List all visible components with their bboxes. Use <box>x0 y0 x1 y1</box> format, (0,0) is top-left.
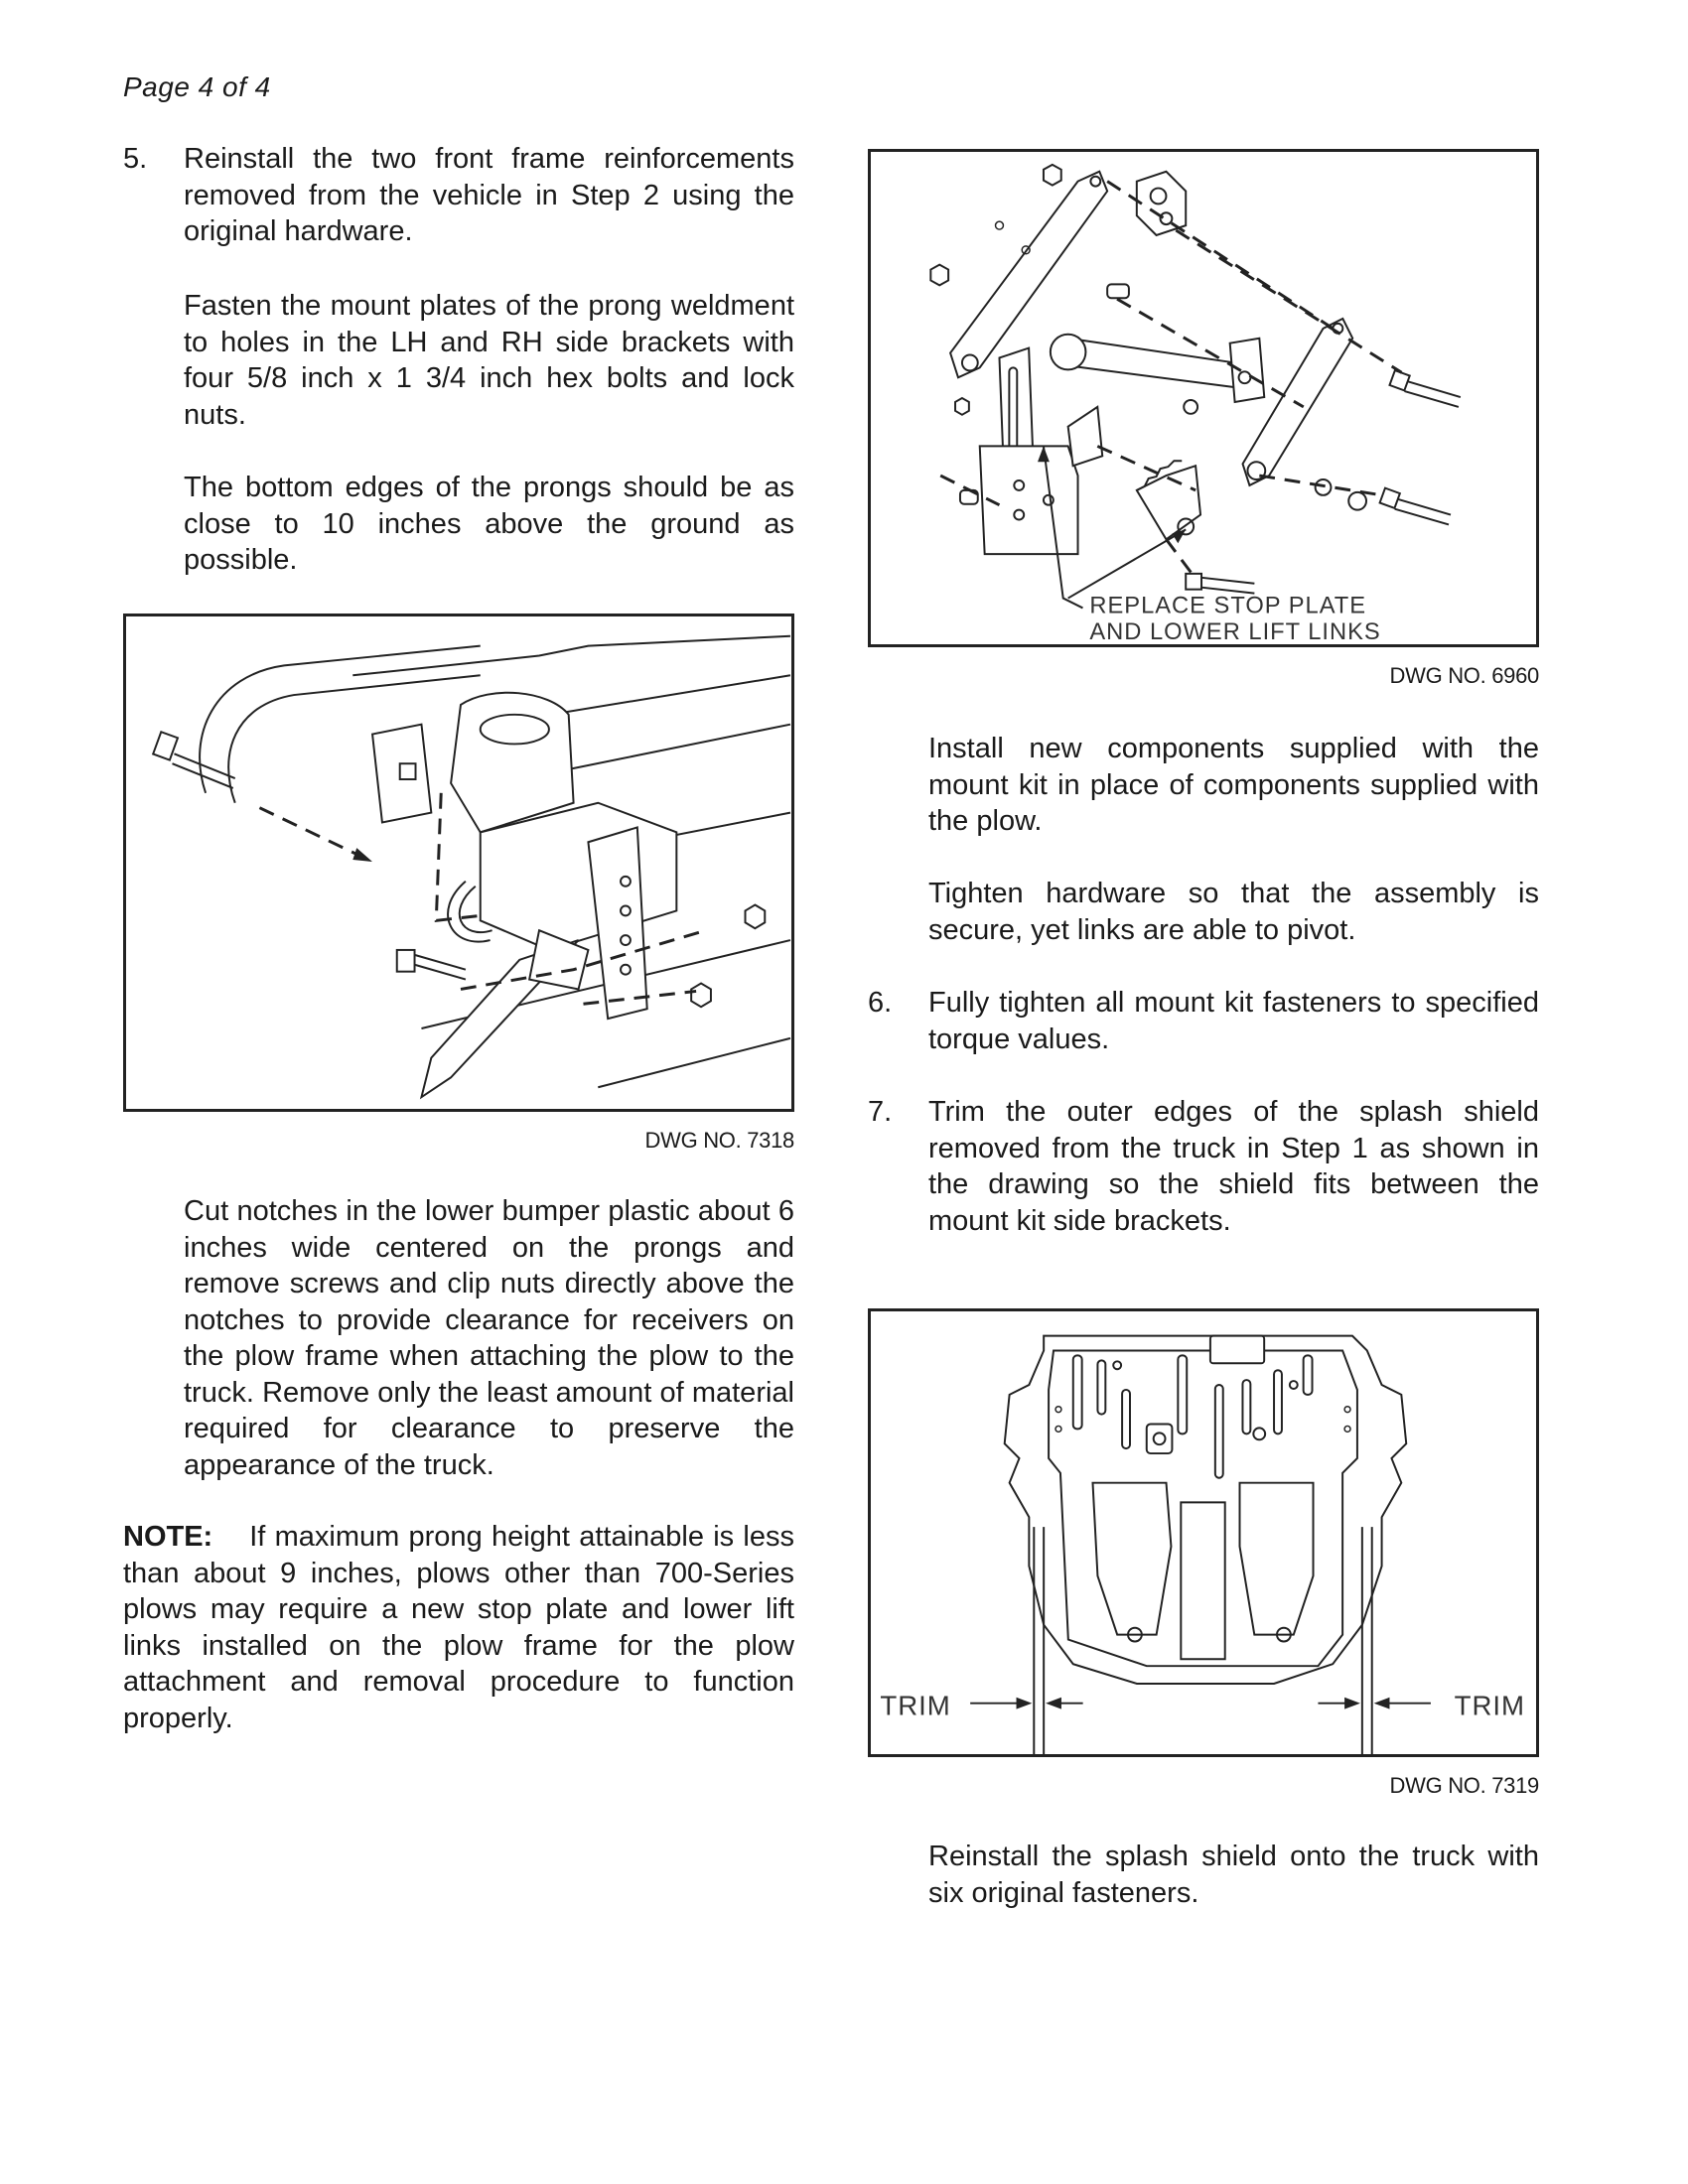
stop-plate-lift-links-illustration: REPLACE STOP PLATE AND LOWER LIFT LINKS <box>929 163 1462 644</box>
step-number: 5. <box>123 143 148 175</box>
reinstall-shield-paragraph: Reinstall the splash shield onto the tru… <box>928 1841 1539 1909</box>
trim-label-left: TRIM <box>880 1691 950 1721</box>
note-label: NOTE: <box>123 1521 213 1553</box>
step-7-text: Trim the outer edges of the splash shiel… <box>928 1096 1539 1237</box>
step-number: 7. <box>868 1096 893 1128</box>
drawing-number-6960: DWG NO. 6960 <box>1389 663 1540 688</box>
note-block: NOTE: If maximum prong height attainable… <box>123 1519 794 1736</box>
step-number: 6. <box>868 987 893 1019</box>
drawing-number-7319: DWG NO. 7319 <box>1389 1773 1540 1798</box>
step-5-paragraph-2: Fasten the mount plates of the prong wel… <box>184 290 794 431</box>
note-text: If maximum prong height attainable is le… <box>123 1521 794 1734</box>
step-6-text: Fully tighten all mount kit fasteners to… <box>928 987 1539 1055</box>
drawing-7318 <box>123 614 794 1112</box>
drawing-number-7318: DWG NO. 7318 <box>644 1128 795 1153</box>
prong-mount-illustration <box>151 634 791 1100</box>
splash-shield-illustration: TRIM TRIM <box>880 1334 1525 1754</box>
figure-label-line-1: REPLACE STOP PLATE <box>1089 593 1366 618</box>
figure-label-line-2: AND LOWER LIFT LINKS <box>1089 619 1380 644</box>
page-number: Page 4 of 4 <box>123 71 271 102</box>
step-5-paragraph-3: The bottom edges of the prongs should be… <box>184 472 794 576</box>
tighten-hardware-paragraph: Tighten hardware so that the assembly is… <box>928 878 1539 946</box>
bumper-notch-paragraph: Cut notches in the lower bumper plastic … <box>184 1195 794 1481</box>
trim-label-right: TRIM <box>1455 1691 1525 1721</box>
drawing-7319: TRIM TRIM <box>868 1308 1539 1757</box>
step-5-paragraph-1: Reinstall the two front frame reinforcem… <box>184 143 794 247</box>
drawing-6960: REPLACE STOP PLATE AND LOWER LIFT LINKS <box>868 149 1539 647</box>
install-components-paragraph: Install new components supplied with the… <box>928 733 1539 837</box>
